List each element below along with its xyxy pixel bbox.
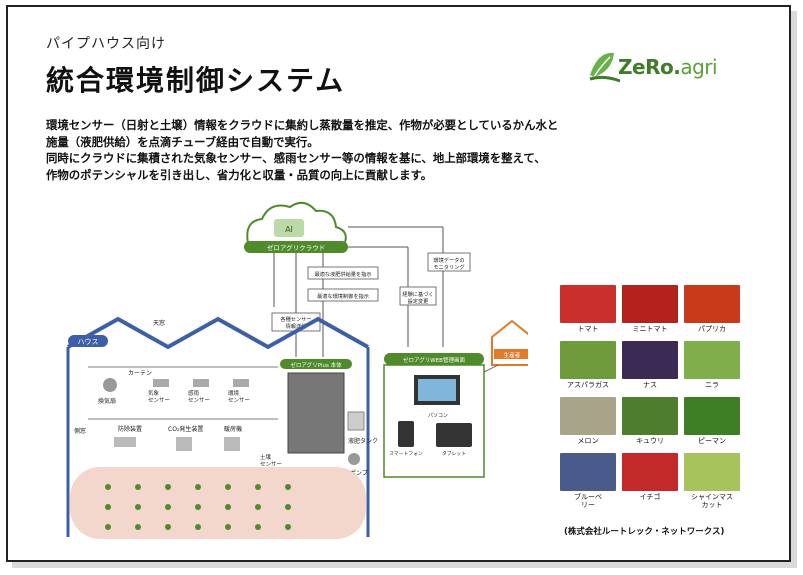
- tablet-label: タブレット: [442, 450, 466, 457]
- msg-fert-box: [307, 266, 379, 280]
- crop-item: イチゴ: [622, 453, 678, 501]
- cloud-ai-label: AI: [285, 225, 293, 234]
- msg-manual: 経験に基づく設定変更: [402, 290, 433, 305]
- house-label-pill: [68, 335, 108, 347]
- description-line: 同時にクラウドに集積された気象センサー、感雨センサー等の情報を基に、地上部環境を…: [46, 151, 546, 165]
- curtain-label: カーテン: [128, 370, 152, 377]
- weather-sensor-icon: [153, 379, 169, 387]
- main-unit-icon: [287, 372, 345, 454]
- pump-icon: [348, 453, 360, 465]
- co2-icon: [176, 437, 192, 451]
- page-subtitle: パイプハウス向け: [46, 36, 166, 52]
- nira-photo: [684, 341, 740, 379]
- paprika-photo: [684, 285, 740, 323]
- msg-monitor: 環境データのモニタリング: [433, 256, 464, 271]
- crop-item: ミニトマト: [622, 285, 678, 333]
- melon-photo: [560, 397, 616, 435]
- heater-label: 暖房機: [224, 425, 242, 433]
- house-roof: [67, 316, 369, 350]
- liquid-tank-label: 液肥タンク: [348, 437, 378, 445]
- info-sheet: パイプハウス向け 統合環境制御システム ZeRo.agri 環境センサー（日射と…: [6, 5, 791, 562]
- crop-item: キュウリ: [622, 397, 678, 445]
- env-sensor-icon: [233, 379, 249, 387]
- msg-sensor: 各種センサー情報送信: [280, 315, 311, 330]
- producer-label: 生産者: [504, 351, 521, 359]
- main-unit-label: ゼロアグリPlus 本体: [290, 361, 342, 369]
- page-title: 統合環境制御システム: [46, 64, 346, 97]
- weather-sensor-label: 気象センサー: [148, 389, 170, 404]
- cloud-icon: AI: [246, 201, 347, 247]
- co2-label: CO₂発生装置: [168, 425, 203, 433]
- strawberry-photo: [622, 453, 678, 491]
- logo-text: ZeRo.agri: [618, 55, 718, 79]
- cucumber-photo: [622, 397, 678, 435]
- crop-item: トマト: [560, 285, 616, 333]
- blueberry-photo: [560, 453, 616, 491]
- insecticide-label: 防除装置: [118, 425, 142, 433]
- msg-env-box: [307, 288, 379, 302]
- crop-item: ブルーベ リー: [560, 453, 616, 509]
- crop-item: ニラ: [684, 341, 740, 389]
- insecticide-icon: [114, 437, 136, 447]
- tablet-icon: [436, 423, 472, 447]
- crop-item: アスパラガス: [560, 341, 616, 389]
- system-diagram: AI ゼロアグリクラウド 最適な液肥供給量を指示 最適な環境制御を指示 各種セン…: [66, 201, 528, 539]
- pump-label: ポンプ: [350, 469, 368, 477]
- crop-item: ナス: [622, 341, 678, 389]
- ventilator-label: 換気扇: [98, 397, 116, 405]
- msg-env: 最適な環境制御を指示: [317, 292, 369, 300]
- msg-fert: 最適な液肥供給量を指示: [314, 270, 371, 278]
- skylight-label: 天窓: [153, 319, 165, 327]
- side-window-label: 側窓: [74, 427, 86, 435]
- env-sensor-label: 環境センサー: [228, 389, 250, 404]
- description-line: 作物のポテンシャルを引き出し、省力化と収量・品質の向上に貢献します。: [46, 167, 433, 182]
- cloud-bar: [244, 241, 348, 253]
- fan-icon: [103, 378, 117, 392]
- description-line: 施量（液肥供給）を点滴チューブ経由で自動で実行。: [46, 134, 319, 149]
- crop-item: メロン: [560, 397, 616, 445]
- house-label: ハウス: [78, 338, 99, 346]
- msg-monitor-box: [427, 252, 471, 272]
- company-logo: ZeRo.agri: [584, 43, 724, 93]
- web-screen-pill: [384, 353, 484, 365]
- grape-photo: [684, 453, 740, 491]
- web-screen-label: ゼロアグリWEB管理画面: [403, 356, 465, 364]
- smartphone-label: スマートフォン: [389, 451, 423, 457]
- crop-item: シャインマス カット: [684, 453, 740, 509]
- main-unit-pill: [280, 359, 352, 369]
- asparagus-photo: [560, 341, 616, 379]
- pc-label: パソコン: [428, 413, 448, 419]
- crop-item: ピーマン: [684, 397, 740, 445]
- heater-icon: [224, 437, 240, 451]
- rain-sensor-label: 感雨センサー: [188, 389, 210, 404]
- company-name: (株式会社ルートレック・ネットワークス): [564, 527, 725, 537]
- soil-sensor-label: 土壌センサー: [260, 453, 282, 468]
- smartphone-icon: [398, 421, 414, 447]
- description: 環境センサー（日射と土壌）情報をクラウドに集約し蒸散量を推定、作物が必要としてい…: [46, 117, 656, 183]
- pepper-photo: [684, 397, 740, 435]
- msg-manual-box: [399, 286, 437, 306]
- mini-tomato-photo: [622, 285, 678, 323]
- leaf-icon: [589, 52, 621, 83]
- rain-sensor-icon: [193, 379, 209, 387]
- tomato-photo: [560, 285, 616, 323]
- field-area: [70, 467, 366, 539]
- description-line: 環境センサー（日射と土壌）情報をクラウドに集約し蒸散量を推定、作物が必要としてい…: [46, 118, 559, 132]
- cloud-bar-label: ゼロアグリクラウド: [267, 243, 325, 252]
- eggplant-photo: [622, 341, 678, 379]
- crop-item: パプリカ: [684, 285, 740, 333]
